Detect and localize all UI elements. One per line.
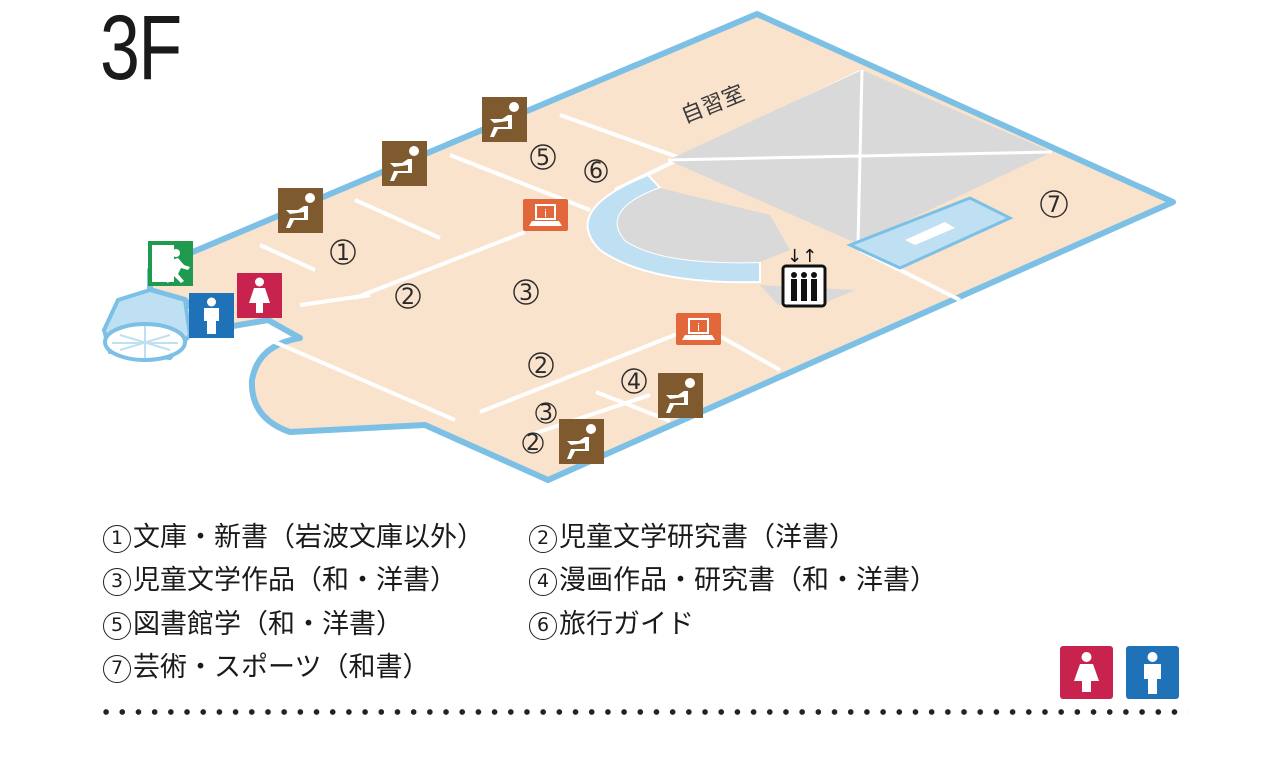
zone-marker-4: 4 — [621, 368, 647, 395]
zone-marker-3: 3 — [513, 279, 539, 306]
zone-marker-5: 5 — [530, 144, 556, 171]
right-staircase — [846, 196, 1014, 270]
svg-text:↓↑: ↓↑ — [787, 246, 817, 267]
mens-restroom-icon — [189, 293, 234, 338]
zone-marker-2: 2 — [522, 431, 544, 456]
svg-text:1: 1 — [336, 241, 350, 266]
svg-text:4: 4 — [627, 370, 641, 395]
womens-restroom-icon — [237, 273, 282, 318]
pc-terminal-icon — [675, 312, 722, 346]
atrium-void — [667, 69, 1053, 245]
pc-terminal-icon — [522, 198, 569, 232]
curved-staircase — [586, 173, 790, 284]
spiral-staircase — [101, 287, 193, 362]
seat-icon — [559, 419, 604, 464]
floor-map: 自習室 1 2 2 2 3 3 4 5 6 7 i — [101, 11, 1176, 483]
seat-icon — [278, 188, 323, 233]
womens-restroom-icon — [1060, 646, 1113, 699]
svg-text:3: 3 — [519, 281, 533, 306]
svg-text:2: 2 — [401, 285, 415, 310]
zone-marker-3: 3 — [535, 401, 557, 426]
zone-marker-2: 2 — [528, 352, 554, 379]
zone-marker-2: 2 — [395, 283, 421, 310]
svg-text:2: 2 — [534, 354, 548, 379]
zone-marker-1: 1 — [330, 239, 356, 266]
zone-marker-7: 7 — [1040, 190, 1068, 218]
elevator-icon: ↓↑ — [781, 246, 827, 308]
mens-restroom-icon — [1126, 646, 1179, 699]
seat-icon — [482, 97, 527, 142]
svg-text:7: 7 — [1047, 193, 1061, 218]
zone-numbers: 1 2 2 2 3 3 4 5 6 7 — [330, 144, 1068, 456]
svg-text:5: 5 — [536, 146, 550, 171]
floor-dividers — [259, 70, 961, 437]
seat-icon — [382, 141, 427, 186]
svg-text:6: 6 — [589, 159, 603, 184]
floor-title: 3F — [100, 0, 182, 99]
zone-marker-6: 6 — [584, 159, 608, 184]
emergency-exit-icon — [148, 241, 193, 286]
svg-text:2: 2 — [526, 431, 540, 456]
dotted-divider — [98, 708, 1188, 716]
svg-text:3: 3 — [539, 401, 553, 426]
seat-icon — [658, 373, 703, 418]
